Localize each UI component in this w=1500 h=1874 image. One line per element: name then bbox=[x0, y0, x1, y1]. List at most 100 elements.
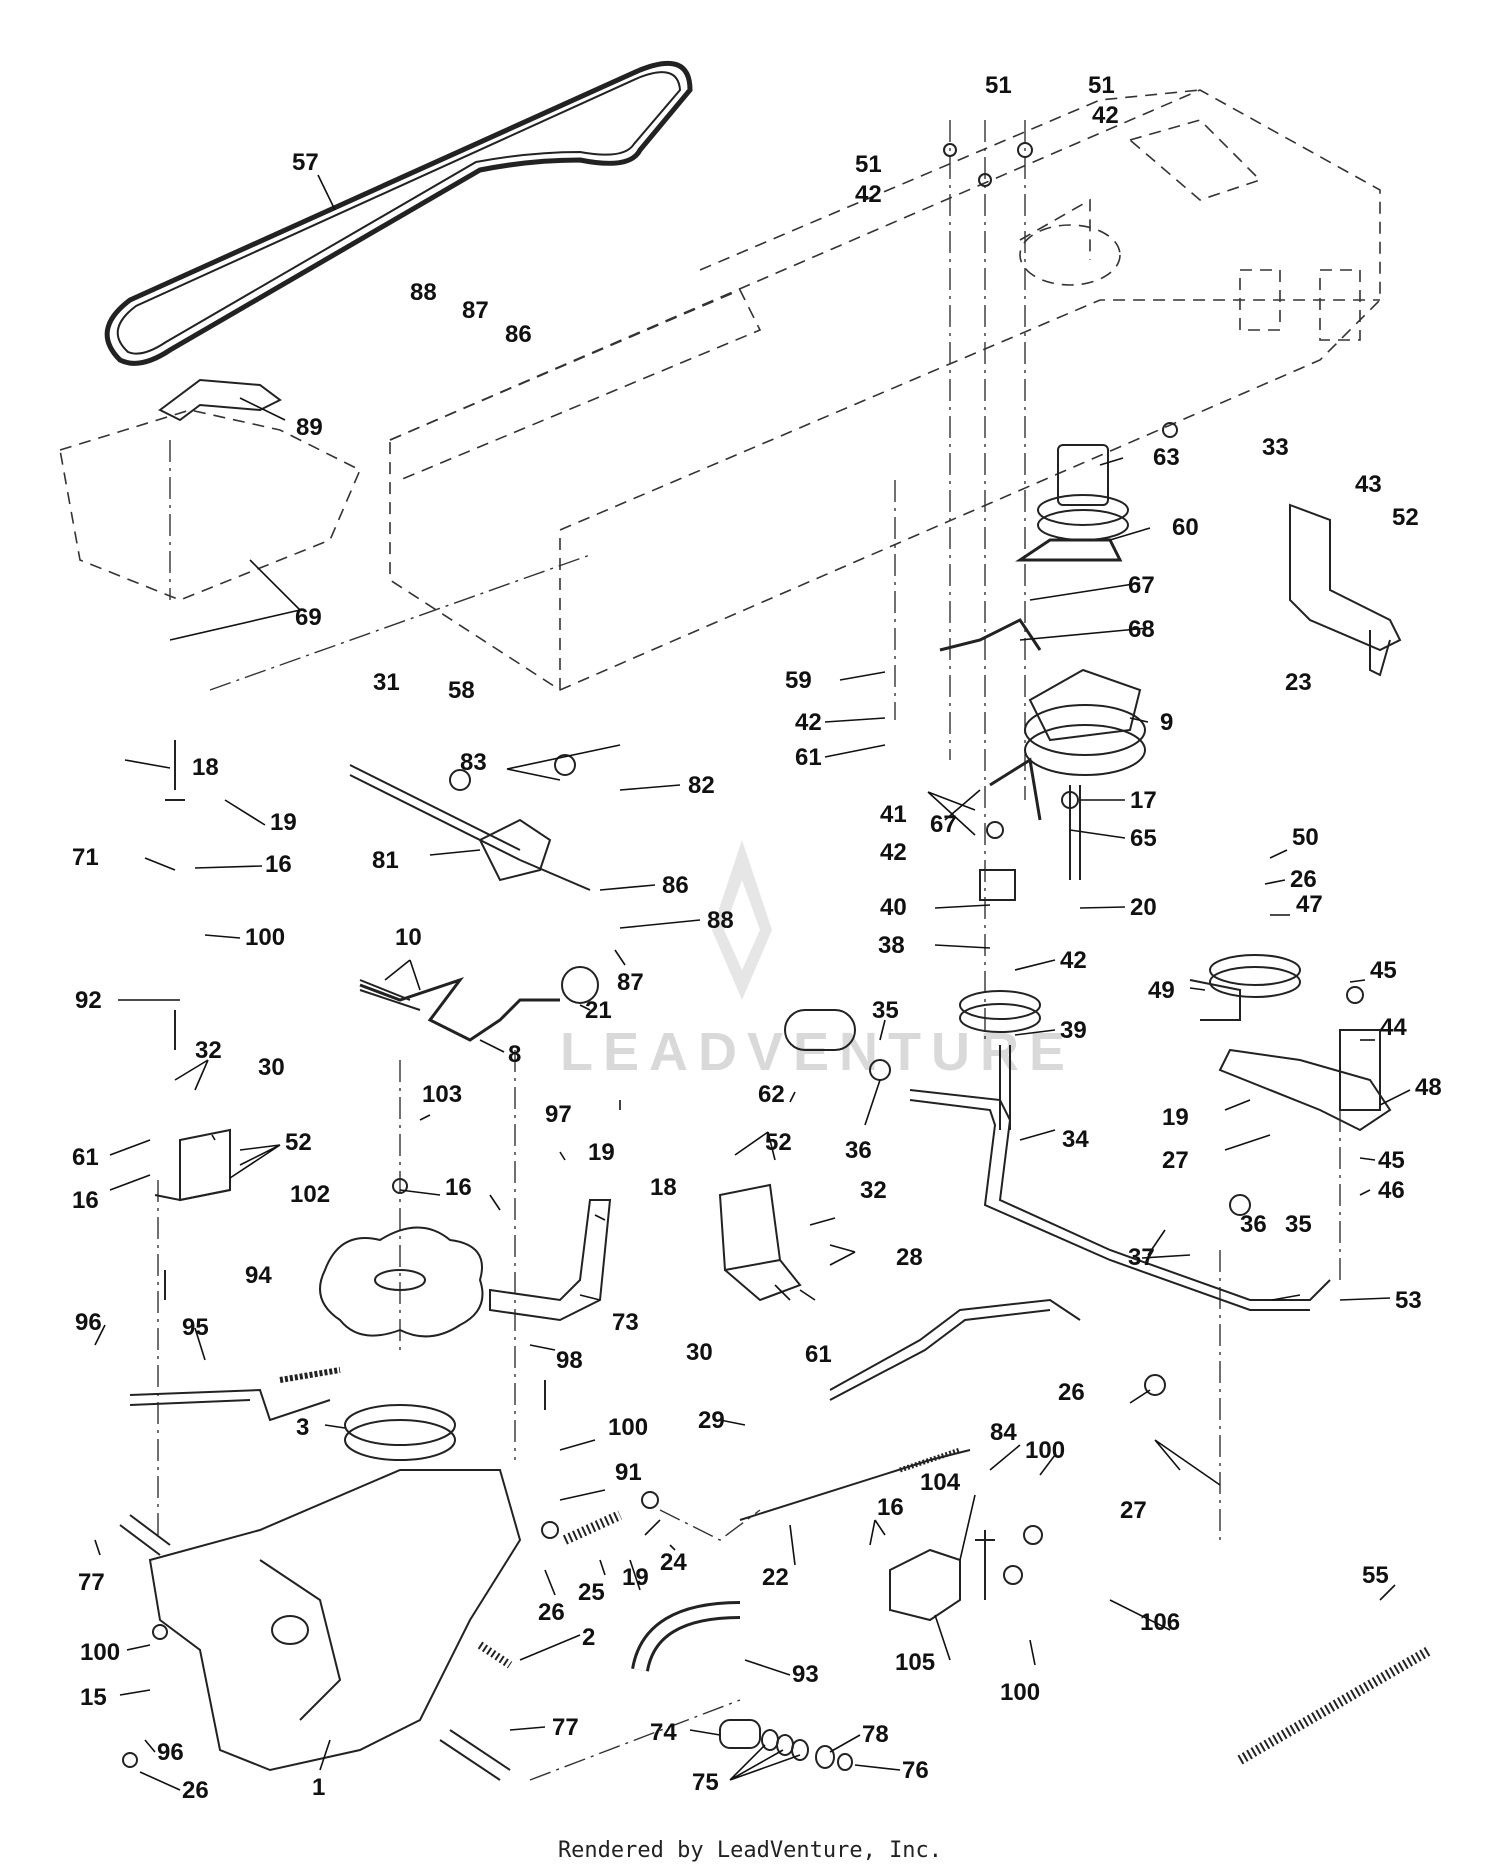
callout-78: 78 bbox=[862, 1721, 889, 1748]
callout-96-a: 96 bbox=[75, 1309, 102, 1336]
callout-103: 103 bbox=[422, 1081, 462, 1108]
callout-100-b: 100 bbox=[608, 1414, 648, 1441]
callout-61-b: 61 bbox=[72, 1144, 99, 1171]
callout-32-b: 32 bbox=[860, 1177, 887, 1204]
callout-20: 20 bbox=[1130, 894, 1157, 921]
callout-42-d: 42 bbox=[880, 839, 907, 866]
callout-37: 37 bbox=[1128, 1244, 1155, 1271]
callout-16-a: 16 bbox=[265, 851, 292, 878]
callout-92: 92 bbox=[75, 987, 102, 1014]
callout-16-d: 16 bbox=[877, 1494, 904, 1521]
callout-35-b: 35 bbox=[1285, 1211, 1312, 1238]
callout-87-b: 87 bbox=[617, 969, 644, 996]
callout-86: 86 bbox=[505, 321, 532, 348]
callout-98: 98 bbox=[556, 1347, 583, 1374]
callout-19-d: 19 bbox=[622, 1564, 649, 1591]
callout-17: 17 bbox=[1130, 787, 1157, 814]
callout-36-b: 36 bbox=[1240, 1211, 1267, 1238]
callout-55: 55 bbox=[1362, 1562, 1389, 1589]
hardware bbox=[122, 142, 1364, 1768]
belt-guard bbox=[158, 378, 282, 422]
drive-belt bbox=[104, 60, 693, 366]
bracket-30-left bbox=[154, 1128, 231, 1202]
bracket-104 bbox=[889, 1530, 995, 1622]
hose-93 bbox=[631, 1601, 741, 1672]
watermark-text: LEADVENTURE bbox=[560, 1022, 1075, 1082]
cooling-fan bbox=[319, 1226, 484, 1338]
callout-100-d: 100 bbox=[1025, 1437, 1065, 1464]
callout-97: 97 bbox=[545, 1101, 572, 1128]
callout-48: 48 bbox=[1415, 1074, 1442, 1101]
callout-67-a: 67 bbox=[1128, 572, 1155, 599]
callout-76: 76 bbox=[902, 1757, 929, 1784]
callout-46: 46 bbox=[1378, 1177, 1405, 1204]
callout-59: 59 bbox=[785, 667, 812, 694]
callout-47: 47 bbox=[1296, 891, 1323, 918]
callout-95: 95 bbox=[182, 1314, 209, 1341]
callout-50: 50 bbox=[1292, 824, 1319, 851]
callout-89: 89 bbox=[296, 414, 323, 441]
callout-100-a: 100 bbox=[245, 924, 285, 951]
callout-69: 69 bbox=[295, 604, 322, 631]
callout-68: 68 bbox=[1128, 616, 1155, 643]
callout-100-c: 100 bbox=[80, 1639, 120, 1666]
callout-84: 84 bbox=[990, 1419, 1017, 1446]
callout-8: 8 bbox=[508, 1041, 521, 1068]
callout-71: 71 bbox=[72, 844, 99, 871]
pulley-stack bbox=[939, 444, 1146, 1130]
callout-32-a: 32 bbox=[195, 1037, 222, 1064]
callout-19-a: 19 bbox=[270, 809, 297, 836]
callout-30-a: 30 bbox=[258, 1054, 285, 1081]
callout-61-c: 61 bbox=[805, 1341, 832, 1368]
callout-93: 93 bbox=[792, 1661, 819, 1688]
callout-88: 88 bbox=[410, 279, 437, 306]
callout-21: 21 bbox=[585, 997, 612, 1024]
callout-62: 62 bbox=[758, 1081, 785, 1108]
callout-49: 49 bbox=[1148, 977, 1175, 1004]
callout-26-c: 26 bbox=[1058, 1379, 1085, 1406]
callout-25: 25 bbox=[578, 1579, 605, 1606]
callout-105: 105 bbox=[895, 1649, 935, 1676]
callout-83: 83 bbox=[460, 749, 487, 776]
callout-58: 58 bbox=[448, 677, 475, 704]
callout-75: 75 bbox=[692, 1769, 719, 1796]
callout-52-a: 52 bbox=[1392, 504, 1419, 531]
bracket-73 bbox=[489, 1199, 612, 1322]
callout-42-a: 42 bbox=[1092, 102, 1119, 129]
bracket-30-right bbox=[718, 1183, 802, 1302]
callout-26-b: 26 bbox=[538, 1599, 565, 1626]
brake-shaft bbox=[349, 764, 591, 891]
callout-61-a: 61 bbox=[795, 744, 822, 771]
callout-36-a: 36 bbox=[845, 1137, 872, 1164]
footer-credit: Rendered by LeadVenture, Inc. bbox=[557, 1838, 943, 1863]
callout-77-b: 77 bbox=[552, 1714, 579, 1741]
callout-34: 34 bbox=[1062, 1126, 1089, 1153]
callout-65: 65 bbox=[1130, 825, 1157, 852]
callout-31: 31 bbox=[373, 669, 400, 696]
callout-77-a: 77 bbox=[78, 1569, 105, 1596]
callout-10: 10 bbox=[395, 924, 422, 951]
callout-52-c: 52 bbox=[765, 1129, 792, 1156]
callout-18-a: 18 bbox=[192, 754, 219, 781]
callout-100-e: 100 bbox=[1000, 1679, 1040, 1706]
callout-40: 40 bbox=[880, 894, 907, 921]
callout-52-b: 52 bbox=[285, 1129, 312, 1156]
callout-51-a: 51 bbox=[985, 72, 1012, 99]
callout-9: 9 bbox=[1160, 709, 1173, 736]
callout-104: 104 bbox=[920, 1469, 961, 1496]
callout-42-e: 42 bbox=[1060, 947, 1087, 974]
callout-51-b: 51 bbox=[1088, 72, 1115, 99]
lever-95 bbox=[129, 1367, 341, 1422]
watermark: LEADVENTURE bbox=[560, 840, 1075, 1082]
callout-16-c: 16 bbox=[445, 1174, 472, 1201]
rod-28 bbox=[829, 1298, 1081, 1401]
callout-91: 91 bbox=[615, 1459, 642, 1486]
callout-18-b: 18 bbox=[650, 1174, 677, 1201]
callout-57: 57 bbox=[292, 149, 319, 176]
assembly-lines bbox=[157, 120, 1341, 1781]
callout-29: 29 bbox=[698, 1407, 725, 1434]
callout-19-b: 19 bbox=[1162, 1104, 1189, 1131]
callout-42-b: 42 bbox=[855, 181, 882, 208]
callout-33: 33 bbox=[1262, 434, 1289, 461]
